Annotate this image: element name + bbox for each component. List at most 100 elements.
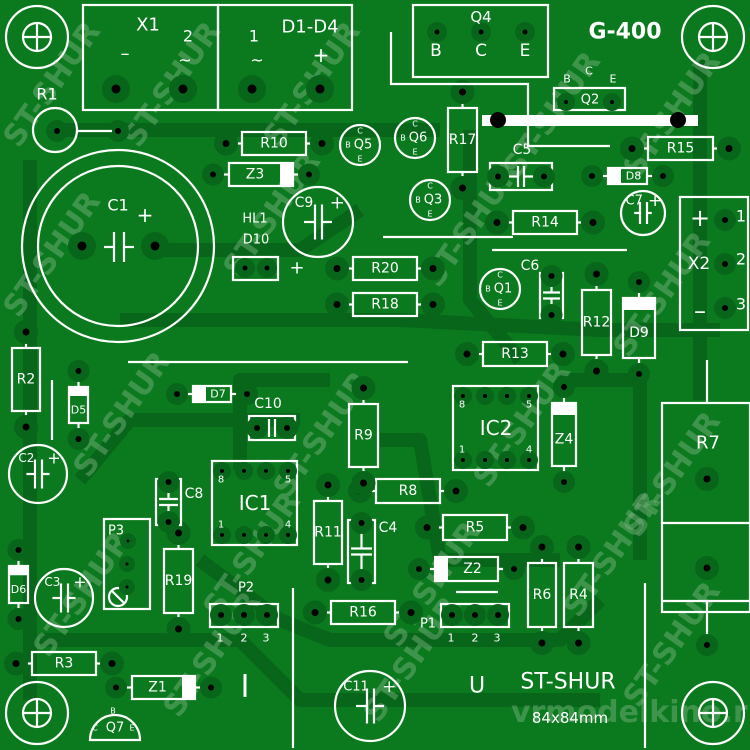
pad-hole (429, 301, 437, 308)
pin-label: 1 (249, 27, 259, 46)
pad-hole (125, 585, 129, 589)
pad-hole (564, 100, 568, 104)
component-label: R6 (533, 587, 552, 603)
pad-hole (222, 140, 230, 147)
pad-hole (360, 479, 367, 487)
outline (680, 4, 746, 70)
pad-hole (704, 642, 710, 648)
outline (478, 267, 522, 311)
component-label: R4 (569, 587, 588, 603)
pin-label: 1 (459, 445, 465, 456)
pad-hole (208, 684, 214, 691)
outline (10, 346, 42, 413)
pad-hole (559, 350, 567, 358)
pad-hole (242, 469, 246, 473)
pad-hole (589, 173, 595, 179)
pad-hole (286, 533, 290, 537)
diode-z3: Z3 (202, 161, 320, 188)
pad-hole (722, 261, 728, 267)
pad-hole (242, 533, 246, 537)
plus-mark: + (47, 449, 60, 468)
mounting-hole (680, 680, 746, 746)
component-label: C8 (185, 486, 204, 502)
outline (393, 116, 437, 160)
capacitor-c8: C8 (154, 471, 204, 533)
component-label: Z2 (463, 561, 482, 577)
outline (646, 135, 715, 162)
resistor-r5: R5 (415, 513, 535, 542)
resistor-r19: R19 (162, 521, 195, 641)
diode-z2: Z2 (408, 555, 525, 583)
resistor-r10: R10 (214, 130, 334, 157)
cathode-band (9, 566, 28, 576)
component-label: R12 (583, 315, 611, 331)
pad-hole (527, 458, 531, 462)
pad-hole (358, 520, 365, 526)
pad-hole (511, 566, 517, 572)
component-label: R5 (466, 520, 485, 536)
capacitor-c7: C7+ (619, 189, 667, 237)
outline (329, 599, 397, 626)
marker-u: U (469, 674, 485, 699)
pad-hole (218, 612, 224, 618)
cathode-band (193, 386, 206, 402)
pin-label: B (485, 285, 491, 294)
pad-hole (490, 112, 506, 128)
cathode-band (435, 557, 448, 581)
pad-hole (538, 543, 546, 551)
pad-hole (575, 543, 582, 551)
outline (240, 130, 308, 157)
plus-mark: + (289, 258, 304, 279)
outline (580, 288, 613, 357)
mounting-hole (680, 4, 746, 70)
outline (4, 680, 70, 746)
pin-label: 3 (736, 295, 746, 314)
pad-hole (12, 660, 20, 667)
pad-hole (478, 29, 484, 35)
pad-hole (175, 529, 182, 537)
pad-hole (459, 184, 466, 192)
pad-hole (333, 301, 341, 308)
component-label: R16 (349, 605, 377, 621)
pin-label: B (415, 196, 421, 205)
pad-hole (360, 384, 367, 392)
pad-hole (358, 577, 365, 583)
pad-hole (264, 533, 268, 537)
component-label: HL1 (242, 212, 267, 227)
pad-hole (722, 217, 728, 223)
component-label: C2 (18, 451, 34, 465)
board-title: G-400 (588, 20, 661, 45)
pad-hole (241, 612, 247, 618)
pin-label: 3 (263, 632, 270, 645)
diode-d9: D9 (621, 271, 657, 385)
pad-hole (452, 487, 460, 495)
pin-label: B (400, 134, 406, 143)
pad-hole (254, 425, 260, 431)
component-label: IC2 (480, 416, 513, 440)
pad-hole (449, 612, 455, 618)
cathode-band (552, 403, 576, 415)
diode-d7: D7 (166, 383, 258, 405)
outline (347, 402, 380, 469)
outline (102, 517, 152, 611)
outline (312, 499, 344, 566)
pad-hole (247, 84, 257, 94)
pad-hole (165, 479, 172, 485)
pin-label: ~ (250, 51, 263, 70)
pin-label: C (92, 724, 98, 733)
pad-hole (220, 469, 224, 473)
component-label: C11 (343, 679, 369, 694)
trace (160, 204, 364, 257)
pin-label: 2 (736, 250, 746, 269)
component-label: C10 (254, 396, 282, 412)
pin-label: E (129, 724, 134, 733)
pad-hole (15, 616, 22, 622)
component-label: D10 (243, 233, 270, 248)
pad-hole (463, 350, 471, 358)
pad-hole (495, 612, 501, 618)
diode-d5: D5 (67, 360, 90, 450)
